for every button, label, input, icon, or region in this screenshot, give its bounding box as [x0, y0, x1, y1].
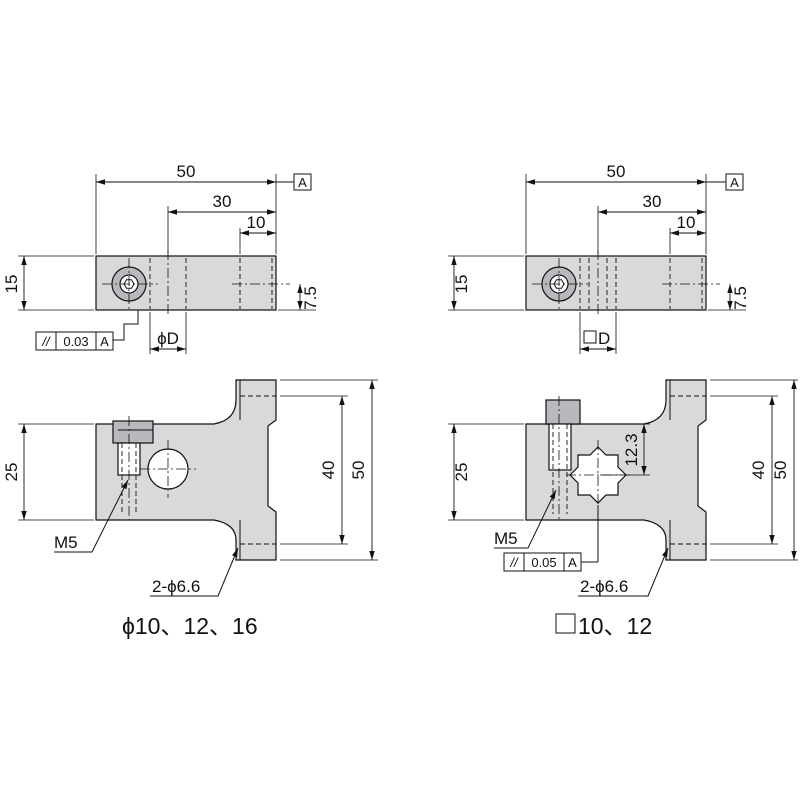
right-dim-25: 25 — [452, 463, 471, 482]
parallelism-icon: // — [509, 555, 519, 570]
left-dim-10: 10 — [247, 213, 266, 232]
left-bore-label: ϕD — [157, 329, 179, 348]
left-dim-40: 40 — [319, 461, 338, 480]
square-symbol-icon — [555, 613, 576, 634]
left-caption: ϕ10、12、16 — [122, 613, 258, 639]
left-top-view: 50 A 30 10 15 7.5 ϕD // 0.03 A — [2, 162, 320, 354]
right-dim-10: 10 — [677, 213, 696, 232]
right-dim-15: 15 — [452, 275, 471, 294]
right-dim-7-5: 7.5 — [731, 286, 750, 310]
right-front-view: 12.3 25 40 50 M5 // 0.05 A 2-ϕ6.6 — [448, 379, 798, 597]
left-tol-datum: A — [100, 334, 109, 349]
right-dim-50: 50 — [607, 162, 626, 181]
right-screw-head-side — [545, 399, 581, 425]
parallelism-icon: // — [41, 334, 51, 349]
right-top-view: 50 A 30 10 15 7.5 D — [448, 162, 750, 354]
left-datum-a: A — [298, 175, 307, 190]
left-front-view: 25 40 50 M5 2-ϕ6.6 — [2, 379, 378, 597]
right-dim-40: 40 — [749, 461, 768, 480]
right-tol-value: 0.05 — [531, 555, 556, 570]
left-dim-50: 50 — [177, 162, 196, 181]
right-datum-a: A — [730, 175, 739, 190]
right-dim-30: 30 — [643, 192, 662, 211]
right-dim-12-3: 12.3 — [622, 433, 641, 466]
left-tol-value: 0.03 — [63, 334, 88, 349]
left-holes-label: 2-ϕ6.6 — [152, 577, 200, 596]
right-dim-50-vertical: 50 — [771, 461, 790, 480]
left-dim-30: 30 — [213, 192, 232, 211]
left-screw-label: M5 — [54, 533, 78, 552]
right-tol-datum: A — [568, 555, 577, 570]
left-dim-50-vertical: 50 — [349, 461, 368, 480]
right-caption: 10、12 — [578, 613, 652, 639]
left-dim-7-5: 7.5 — [301, 286, 320, 310]
left-dim-15: 15 — [2, 275, 21, 294]
right-square-label: D — [598, 329, 610, 348]
left-tolerance-frame: // 0.03 A — [35, 331, 114, 351]
square-symbol-icon — [583, 330, 597, 344]
right-screw-label: M5 — [494, 529, 518, 548]
right-tolerance-frame: // 0.05 A — [503, 552, 582, 572]
left-dim-25: 25 — [2, 463, 21, 482]
left-screw-head-side — [112, 420, 154, 444]
right-holes-label: 2-ϕ6.6 — [580, 577, 628, 596]
